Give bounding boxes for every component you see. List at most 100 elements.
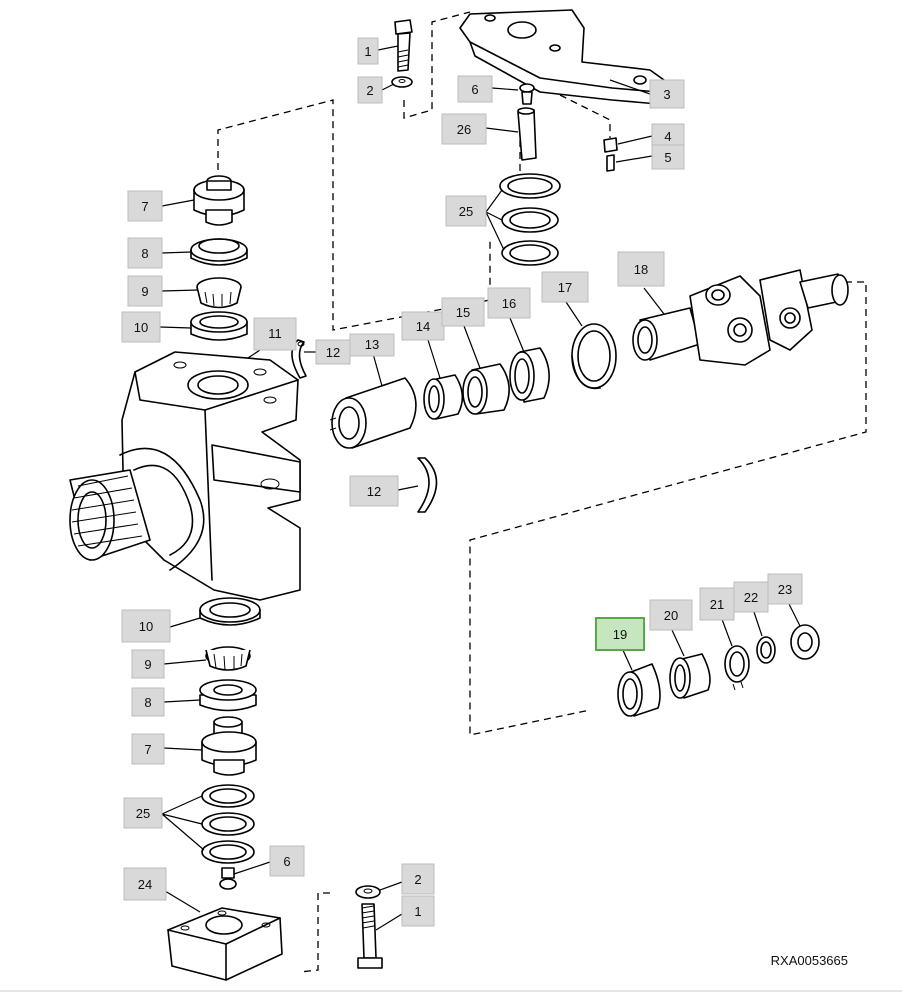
svg-text:17: 17 bbox=[558, 280, 572, 295]
callout-11[interactable]: 11 bbox=[253, 317, 297, 351]
svg-text:23: 23 bbox=[778, 582, 792, 597]
bolt-part-4-5 bbox=[603, 137, 618, 172]
svg-text:21: 21 bbox=[710, 597, 724, 612]
svg-text:8: 8 bbox=[141, 246, 148, 261]
sleeve-part-13 bbox=[329, 377, 417, 449]
callout-22[interactable]: 22 bbox=[733, 581, 769, 613]
svg-text:6: 6 bbox=[283, 854, 290, 869]
callout-20[interactable]: 20 bbox=[649, 599, 693, 631]
bearing-cup-part-8-bottom bbox=[199, 679, 257, 712]
svg-text:2: 2 bbox=[414, 872, 421, 887]
diagram-reference-code: RXA0053665 bbox=[770, 953, 848, 968]
callout-10-bottom[interactable]: 10 bbox=[121, 609, 171, 643]
bearing-cup-part-8-top bbox=[190, 238, 248, 266]
svg-text:1: 1 bbox=[364, 44, 371, 59]
callout-23[interactable]: 23 bbox=[767, 573, 803, 605]
callout-5[interactable]: 5 bbox=[651, 144, 685, 170]
svg-text:13: 13 bbox=[365, 337, 379, 352]
bearing-cone-part-9-bottom bbox=[205, 646, 251, 671]
pin-part-26 bbox=[517, 107, 537, 161]
callout-13[interactable]: 13 bbox=[349, 333, 395, 357]
callout-18[interactable]: 18 bbox=[617, 251, 665, 287]
svg-text:11: 11 bbox=[268, 326, 282, 341]
fitting-part-6-top bbox=[519, 83, 535, 105]
svg-text:1: 1 bbox=[414, 904, 421, 919]
svg-text:10: 10 bbox=[139, 619, 153, 634]
svg-text:16: 16 bbox=[502, 296, 516, 311]
callout-16[interactable]: 16 bbox=[487, 287, 531, 319]
svg-text:20: 20 bbox=[664, 608, 678, 623]
nut-part-23 bbox=[790, 624, 820, 660]
svg-text:19: 19 bbox=[613, 627, 627, 642]
callout-2-bottom[interactable]: 2 bbox=[401, 863, 435, 895]
svg-text:15: 15 bbox=[456, 305, 470, 320]
callout-4[interactable]: 4 bbox=[651, 123, 685, 149]
callout-8-top[interactable]: 8 bbox=[127, 237, 163, 269]
bolt-part-1-bottom bbox=[357, 903, 383, 969]
svg-text:18: 18 bbox=[634, 262, 648, 277]
fitting-part-6-bottom bbox=[219, 867, 237, 890]
callout-1-bottom[interactable]: 1 bbox=[401, 895, 435, 927]
kingpin-part-7-top bbox=[193, 175, 245, 226]
bearing-cup-part-19 bbox=[617, 663, 661, 717]
callout-12-lower[interactable]: 12 bbox=[349, 475, 399, 507]
callout-14[interactable]: 14 bbox=[401, 311, 445, 341]
callout-10-top[interactable]: 10 bbox=[121, 311, 161, 343]
svg-text:7: 7 bbox=[141, 199, 148, 214]
svg-text:25: 25 bbox=[459, 204, 473, 219]
callout-6-bottom[interactable]: 6 bbox=[269, 845, 305, 877]
callout-25-top[interactable]: 25 bbox=[445, 195, 487, 227]
callout-8-bottom[interactable]: 8 bbox=[131, 687, 165, 717]
callout-9-bottom[interactable]: 9 bbox=[131, 649, 165, 679]
knuckle-housing-part-11 bbox=[69, 351, 301, 601]
callout-7-bottom[interactable]: 7 bbox=[131, 733, 165, 765]
cap-plate-part-24 bbox=[167, 907, 283, 981]
callout-15[interactable]: 15 bbox=[441, 297, 485, 327]
svg-text:4: 4 bbox=[664, 129, 671, 144]
callout-6-top[interactable]: 6 bbox=[457, 75, 493, 103]
callout-17[interactable]: 17 bbox=[541, 271, 589, 303]
svg-text:5: 5 bbox=[664, 150, 671, 165]
callout-24[interactable]: 24 bbox=[123, 867, 167, 901]
svg-text:3: 3 bbox=[663, 87, 670, 102]
seals-part-25-bottom bbox=[201, 784, 255, 864]
kingpin-part-7-bottom bbox=[201, 716, 257, 776]
bushing-part-20 bbox=[669, 653, 711, 699]
callout-2-top[interactable]: 2 bbox=[357, 76, 383, 104]
callout-9-top[interactable]: 9 bbox=[127, 275, 163, 307]
svg-text:12: 12 bbox=[367, 484, 381, 499]
callout-1-top[interactable]: 1 bbox=[357, 37, 379, 65]
callout-12-top[interactable]: 12 bbox=[315, 339, 351, 365]
drive-shaft-part-18 bbox=[632, 269, 849, 366]
svg-text:9: 9 bbox=[141, 284, 148, 299]
shim-part-12-lower bbox=[417, 457, 438, 513]
callout-3[interactable]: 3 bbox=[649, 79, 685, 109]
bottom-divider bbox=[0, 990, 902, 992]
svg-text:12: 12 bbox=[326, 345, 340, 360]
ring-part-17 bbox=[571, 323, 617, 390]
svg-text:10: 10 bbox=[134, 320, 148, 335]
svg-text:9: 9 bbox=[144, 657, 151, 672]
seal-part-10-bottom bbox=[199, 597, 261, 626]
washer-part-2-bottom bbox=[355, 885, 381, 899]
svg-text:6: 6 bbox=[471, 82, 478, 97]
svg-text:22: 22 bbox=[744, 590, 758, 605]
assembly-dashed-lines bbox=[217, 11, 867, 973]
bushing-part-14 bbox=[423, 374, 464, 420]
svg-text:7: 7 bbox=[144, 742, 151, 757]
svg-text:2: 2 bbox=[366, 83, 373, 98]
callout-21[interactable]: 21 bbox=[699, 587, 735, 621]
callout-26[interactable]: 26 bbox=[441, 113, 487, 145]
snap-ring-part-21 bbox=[724, 645, 750, 691]
callout-19[interactable]: 19 bbox=[595, 617, 645, 651]
svg-text:25: 25 bbox=[136, 806, 150, 821]
svg-text:14: 14 bbox=[416, 319, 430, 334]
seal-part-10-top bbox=[190, 311, 248, 341]
svg-text:24: 24 bbox=[138, 877, 152, 892]
seals-part-25-top bbox=[499, 173, 561, 266]
callout-25-bottom[interactable]: 25 bbox=[123, 797, 163, 829]
bolt-part-1-top bbox=[394, 19, 413, 72]
bearing-cone-part-9-top bbox=[196, 277, 242, 309]
callout-7-top[interactable]: 7 bbox=[127, 190, 163, 222]
